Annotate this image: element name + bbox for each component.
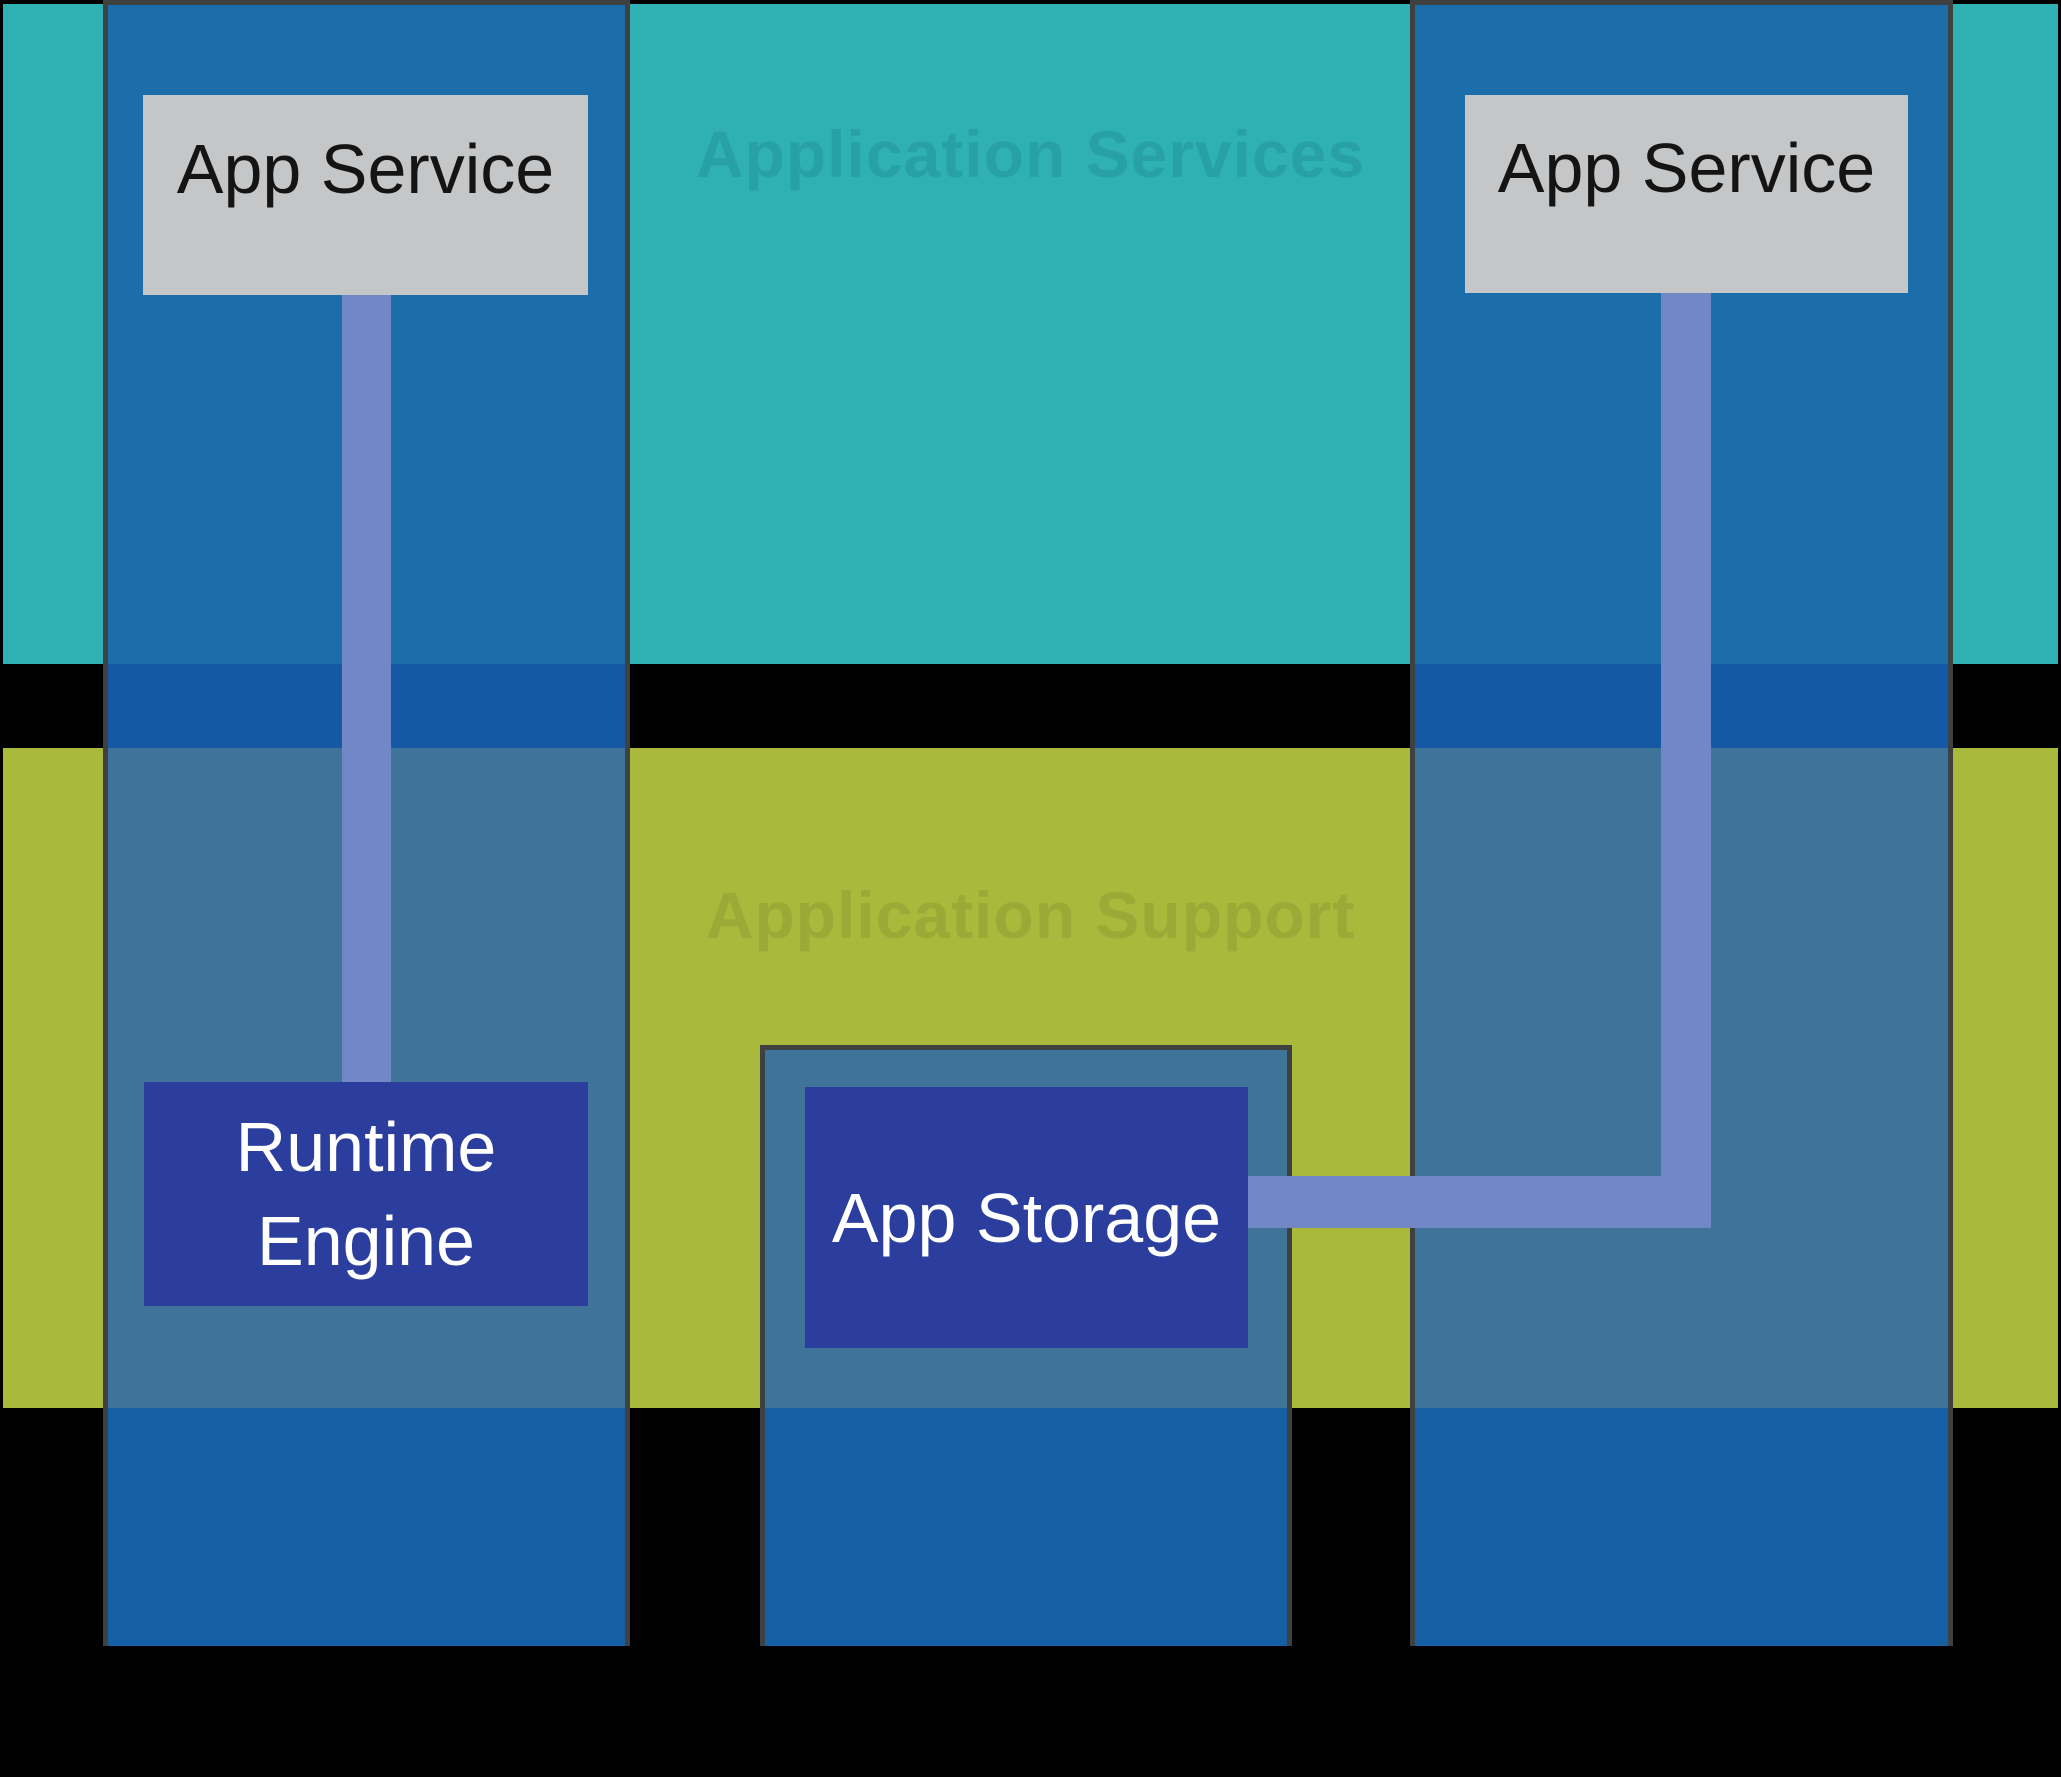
right-column-bottom-segment: [1415, 1408, 1948, 1646]
connector-app-service-to-app-storage-vertical: [1661, 290, 1711, 1228]
middle-column-bottom-segment: [765, 1408, 1287, 1646]
runtime-engine-label-line2: Engine: [257, 1202, 475, 1280]
app-storage-label: App Storage: [831, 1178, 1222, 1257]
app-storage-box: App Storage: [805, 1087, 1248, 1348]
left-column-bottom-segment: [108, 1408, 625, 1646]
connector-app-service-to-runtime-engine: [342, 290, 391, 1082]
app-service-box-left: App Service: [143, 95, 588, 295]
app-service-left-label: App Service: [176, 130, 555, 208]
runtime-engine-label-line1: Runtime: [235, 1108, 497, 1186]
connector-app-service-to-app-storage-horizontal: [1248, 1176, 1711, 1228]
runtime-engine-box: Runtime Engine: [144, 1082, 588, 1306]
app-service-right-label: App Service: [1497, 129, 1876, 207]
app-service-box-right: App Service: [1465, 95, 1908, 293]
